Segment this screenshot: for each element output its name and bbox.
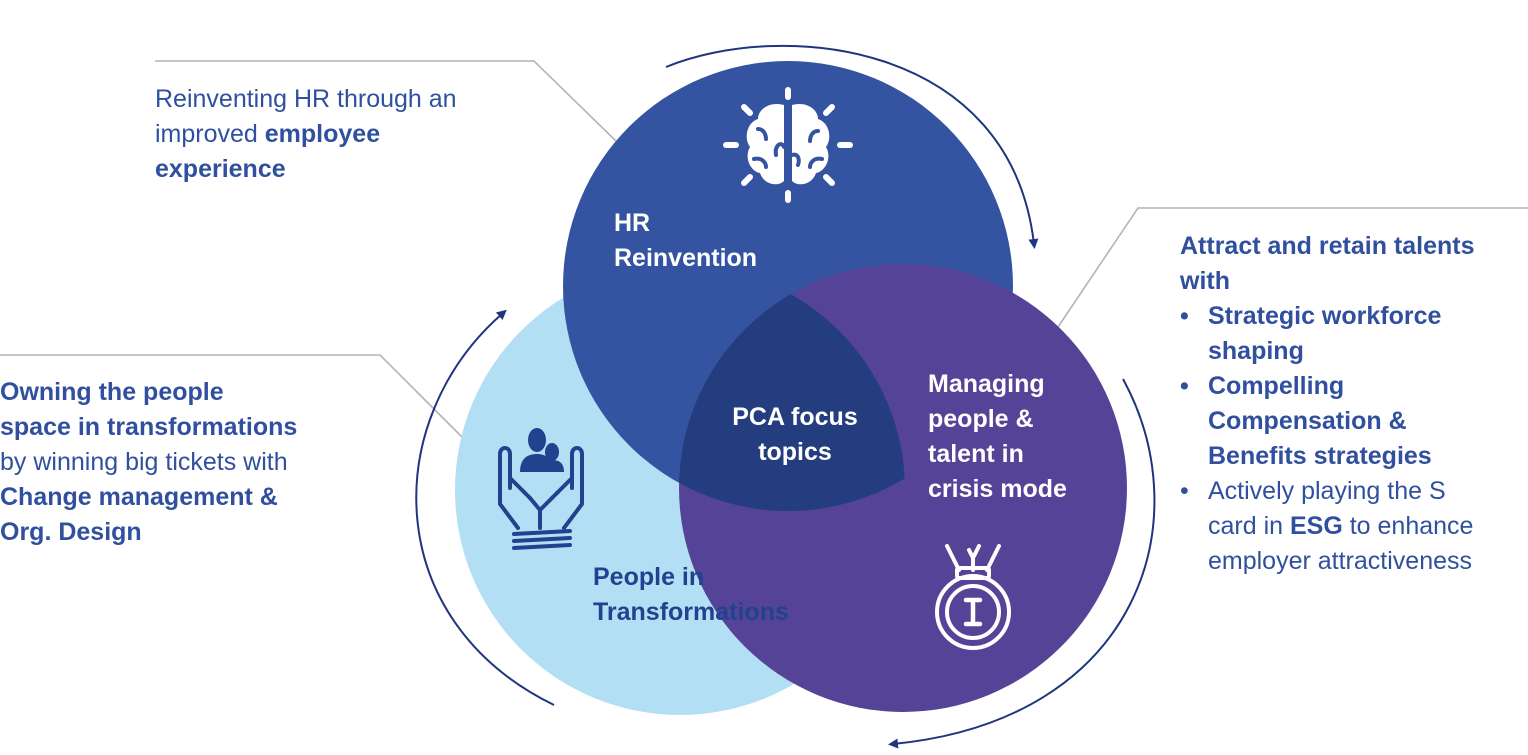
- label-line: HR: [614, 209, 651, 237]
- connector-right: [1057, 207, 1528, 328]
- label-line: Transformations: [593, 598, 789, 626]
- callout-heading: with: [1180, 267, 1230, 295]
- callout-text: improved: [155, 120, 265, 148]
- callout-bold-text: employee: [264, 120, 381, 148]
- callout-bullet-list: Strategic workforce shaping Compelling C…: [1180, 299, 1475, 579]
- label-line: PCA focus: [732, 403, 858, 431]
- medal-icon: [935, 544, 1011, 650]
- label-center: PCA focus topics: [700, 400, 890, 470]
- hands-people-icon: [498, 428, 584, 550]
- label-line: Reinvention: [614, 244, 758, 272]
- label-line: People in: [593, 563, 705, 591]
- callout-hr-reinvention: Reinventing HR through an improved emplo…: [155, 82, 457, 187]
- label-people-in-transformations: People in Transformations: [593, 560, 789, 630]
- cycle-arrow-left: [415, 309, 555, 706]
- cycle-arrow-top: [665, 44, 1039, 249]
- label-line: crisis mode: [928, 475, 1067, 503]
- bullet-line: shaping: [1208, 337, 1304, 365]
- callout-managing-people: Attract and retain talents with Strategi…: [1180, 229, 1475, 579]
- bullet-line: Actively playing the S: [1208, 477, 1446, 505]
- callout-people-in-transformations: Owning the people space in transformatio…: [0, 375, 297, 550]
- label-line: topics: [758, 438, 832, 466]
- bullet-line: Strategic workforce: [1208, 302, 1442, 330]
- bullet-item: Actively playing the S card in ESG to en…: [1180, 474, 1475, 579]
- label-line: talent in: [928, 440, 1024, 468]
- bullet-text: card in: [1208, 512, 1290, 540]
- bullet-line: employer attractiveness: [1208, 547, 1473, 575]
- bullet-line: card in ESG to enhance: [1208, 509, 1475, 544]
- bullet-item: Compelling Compensation & Benefits strat…: [1180, 369, 1475, 474]
- bullet-line: Compensation &: [1208, 407, 1407, 435]
- callout-line: Reinventing HR through an: [155, 85, 457, 113]
- bullet-item: Strategic workforce shaping: [1180, 299, 1475, 369]
- callout-line: Change management &: [0, 483, 278, 511]
- callout-line: Org. Design: [0, 518, 142, 546]
- callout-line: experience: [155, 155, 286, 183]
- bullet-line: Compelling: [1208, 372, 1345, 400]
- callout-line: improved employee: [155, 117, 457, 152]
- cycle-arrow-right: [888, 378, 1156, 749]
- label-hr-reinvention: HR Reinvention: [614, 206, 757, 276]
- label-line: Managing: [928, 370, 1045, 398]
- bullet-line: Benefits strategies: [1208, 442, 1432, 470]
- bullet-text: to enhance: [1342, 512, 1474, 540]
- label-managing-people: Managing people & talent in crisis mode: [928, 367, 1067, 507]
- bullet-bold-text: ESG: [1289, 512, 1343, 540]
- brain-icon: [723, 87, 853, 203]
- connector-top-left: [155, 60, 619, 144]
- callout-line: Owning the people: [0, 378, 224, 406]
- callout-heading: Attract and retain talents: [1180, 232, 1475, 260]
- callout-line: by winning big tickets with: [0, 448, 288, 476]
- callout-line: space in transformations: [0, 413, 298, 441]
- label-line: people &: [928, 405, 1034, 433]
